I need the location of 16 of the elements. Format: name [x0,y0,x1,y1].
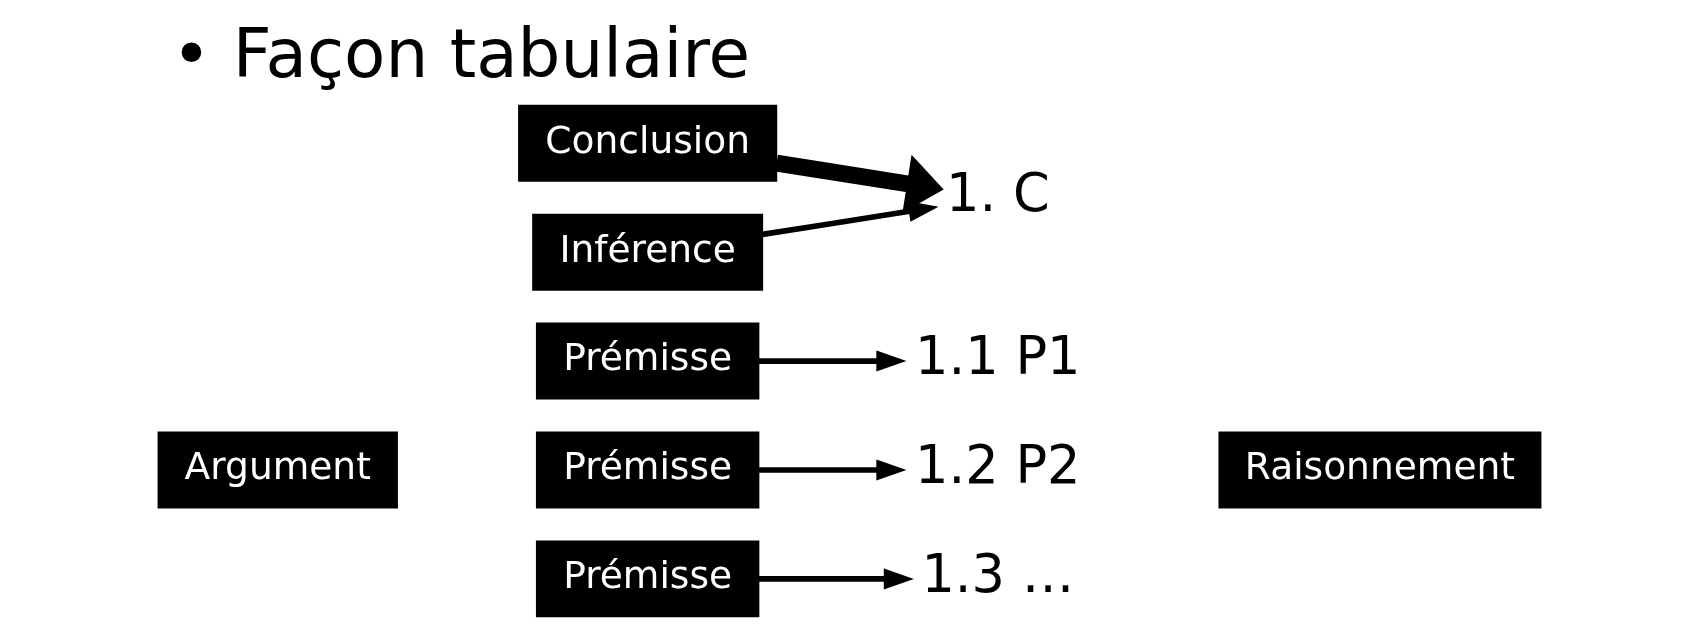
node-box: Prémisse [535,322,759,400]
node-box: Inférence [531,213,763,291]
arrow [758,568,914,590]
node-box: Argument [157,431,398,509]
node-box: Prémisse [535,431,759,509]
node-text: 1.1 P1 [914,325,1081,387]
arrow [758,459,906,481]
node-text: 1.2 P2 [914,433,1081,495]
node-text: 1. C [945,161,1050,223]
arrow [758,350,906,372]
node-box: Raisonnement [1217,431,1541,509]
diagram-title: • Façon tabulaire [170,14,750,94]
node-box: Prémisse [535,540,759,618]
arrow [761,201,939,238]
node-text: 1.3 … [920,542,1074,604]
node-box: Conclusion [517,104,777,182]
